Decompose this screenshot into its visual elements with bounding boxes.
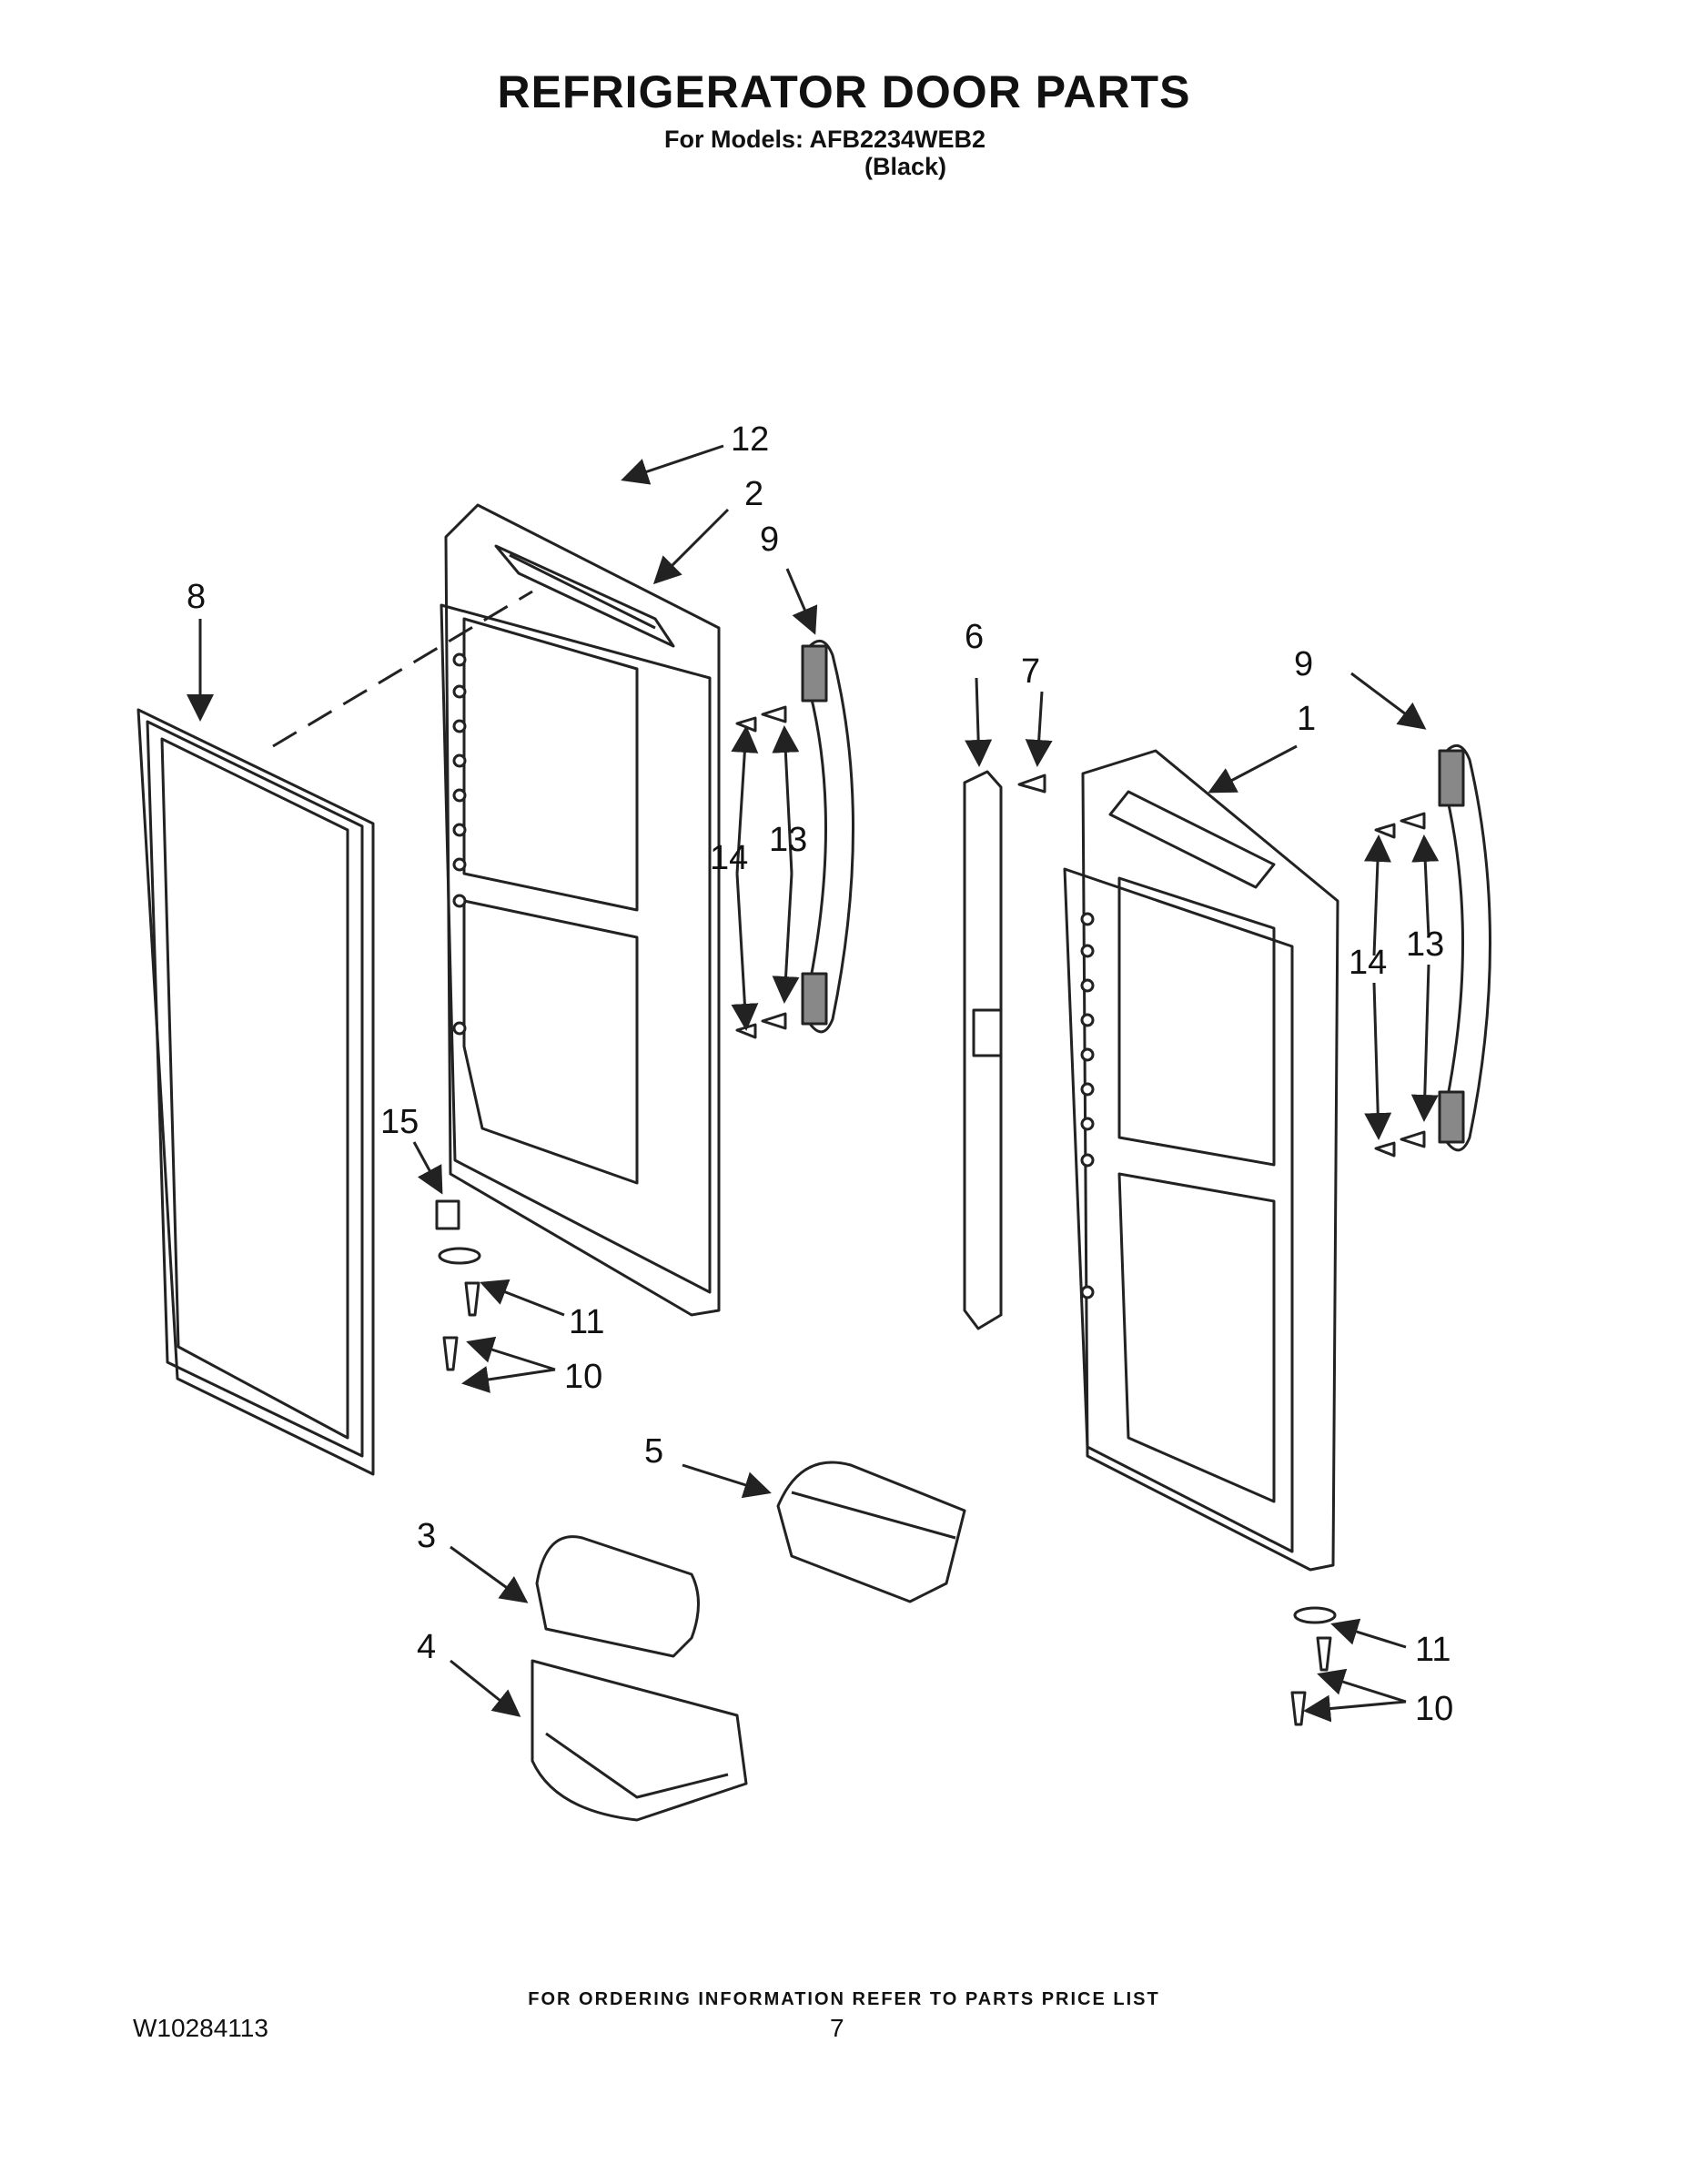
document-number: W10284113 <box>133 2014 268 2042</box>
right-handle-fasteners <box>1374 812 1426 1158</box>
callout-11-right: 11 <box>1415 1631 1450 1669</box>
variant-label: (Black) <box>864 153 947 180</box>
models-line: For Models: AFB2234WEB2 <box>664 126 986 153</box>
bin-cover-part-3 <box>535 1535 700 1658</box>
shelf-bumps-left <box>452 652 467 1036</box>
callout-13-left: 13 <box>769 821 807 859</box>
callout-7: 7 <box>1021 652 1040 691</box>
callout-3: 3 <box>417 1517 436 1555</box>
callout-6: 6 <box>965 618 984 656</box>
door-gasket-part-8 <box>136 708 375 1476</box>
callout-10-right: 10 <box>1415 1690 1453 1728</box>
callout-12: 12 <box>731 420 769 459</box>
screw-part-7 <box>1017 774 1046 794</box>
right-handle-part-9 <box>1438 743 1491 1152</box>
left-handle-part-9 <box>801 639 854 1034</box>
callout-14-right: 14 <box>1349 944 1387 982</box>
ordering-note: FOR ORDERING INFORMATION REFER TO PARTS … <box>528 1989 1160 2009</box>
callout-15: 15 <box>380 1103 419 1141</box>
callout-14-left: 14 <box>710 839 748 877</box>
right-door-part-1 <box>1063 749 1339 1572</box>
callout-4: 4 <box>417 1628 436 1666</box>
callout-13-right: 13 <box>1406 925 1444 964</box>
shelf-bumps-right <box>1080 912 1095 1299</box>
bin-part-4 <box>531 1659 748 1822</box>
callout-2: 2 <box>744 475 763 513</box>
callout-9-left: 9 <box>760 521 779 559</box>
page-title: REFRIGERATOR DOOR PARTS <box>497 66 1191 117</box>
callout-11-left: 11 <box>569 1303 604 1341</box>
callout-1: 1 <box>1297 700 1316 738</box>
door-bin-part-5 <box>776 1461 966 1603</box>
page-number: 7 <box>830 2014 844 2042</box>
mullion-part-6 <box>963 770 1003 1330</box>
left-door-part-2 <box>440 503 721 1317</box>
left-handle-fasteners <box>735 705 787 1039</box>
callout-8: 8 <box>187 578 206 616</box>
callout-10-left: 10 <box>564 1358 602 1396</box>
callout-5: 5 <box>644 1432 663 1471</box>
right-hinge-hardware <box>1290 1606 1337 1726</box>
left-hinge-hardware <box>435 1199 481 1371</box>
callout-9-right: 9 <box>1294 645 1313 683</box>
